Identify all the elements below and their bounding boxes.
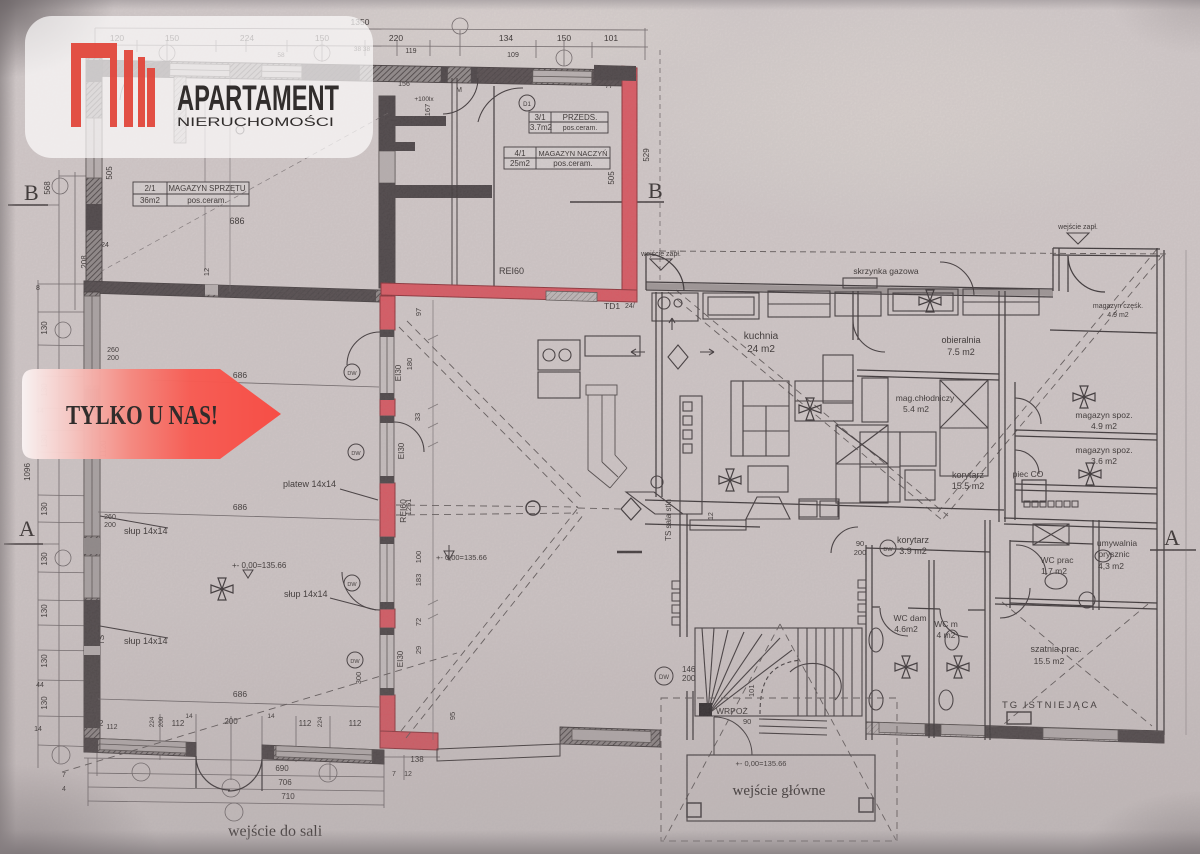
svg-text:APARTAMENT: APARTAMENT	[177, 79, 339, 118]
svg-text:TYLKO U NAS!: TYLKO U NAS!	[66, 400, 218, 430]
svg-text:NIERUCHOMOŚCI: NIERUCHOMOŚCI	[177, 114, 334, 129]
